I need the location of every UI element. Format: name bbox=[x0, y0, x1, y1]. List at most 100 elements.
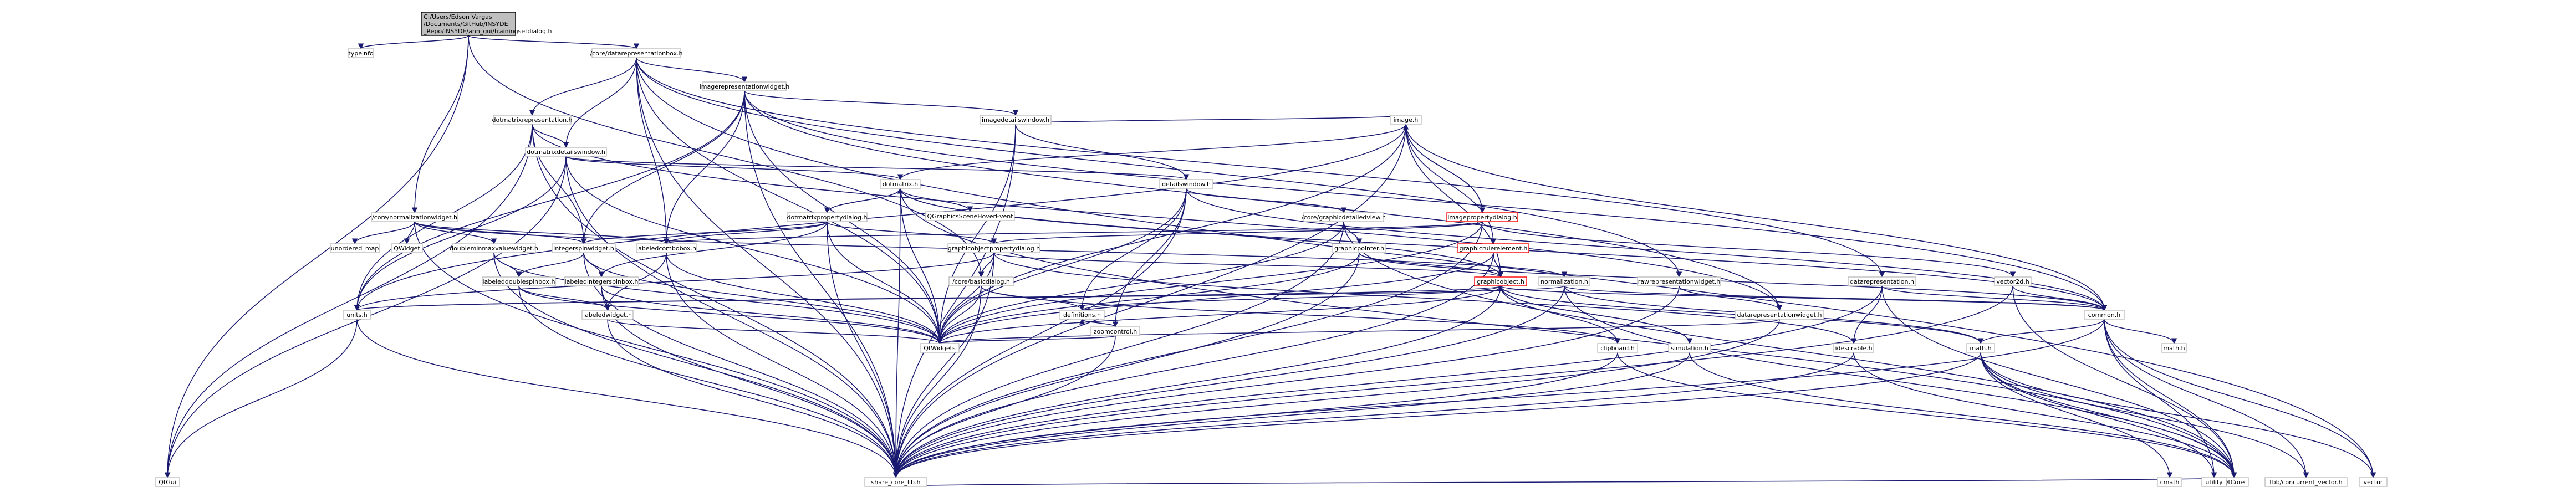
edge-vector2d-to-common bbox=[2012, 285, 2108, 311]
node-simulation[interactable]: simulation.h bbox=[1668, 343, 1711, 353]
node-dotmatrix[interactable]: dotmatrix.h bbox=[880, 179, 921, 189]
node-integerspinwidget[interactable]: integerspinwidget.h bbox=[552, 243, 616, 253]
edge-dotmatrixdetailswindow-to-units bbox=[354, 156, 567, 311]
node-dotmatrixdetailswindow[interactable]: dotmatrixdetailswindow.h bbox=[525, 147, 607, 157]
node-graphicobject[interactable]: graphicobject.h bbox=[1474, 276, 1527, 286]
node-graphicobject-box[interactable] bbox=[1474, 276, 1527, 286]
node-detailswindow-box[interactable] bbox=[1159, 179, 1213, 189]
node-labeledwidget-box[interactable] bbox=[581, 310, 634, 320]
node-datarepresentationbox[interactable]: /core/datarepresentationbox.h bbox=[590, 48, 683, 58]
node-dotmatrix-label: dotmatrix.h bbox=[883, 181, 918, 188]
node-simulation-box[interactable] bbox=[1668, 343, 1711, 353]
node-common[interactable]: common.h bbox=[2084, 310, 2125, 320]
node-graphicdetailedview-box[interactable] bbox=[1303, 212, 1384, 222]
root-node-trainingsetdialog: C:/Users/Edson Vargas/Documents/GitHub/I… bbox=[421, 12, 552, 36]
edge-graphicobject-to-definitions bbox=[1079, 285, 1501, 311]
node-mathh[interactable]: math.h bbox=[1966, 343, 1995, 353]
node-datarepresentation-box[interactable] bbox=[1848, 276, 1916, 286]
node-imagedetailswindow[interactable]: imagedetailswindow.h bbox=[980, 115, 1052, 125]
node-imagepropertydialog[interactable]: imagepropertydialog.h bbox=[1446, 212, 1518, 222]
node-doubleminmaxvaluewidget[interactable]: doubleminmaxvaluewidget.h bbox=[450, 243, 538, 253]
node-units[interactable]: units.h bbox=[343, 310, 371, 320]
node-graphicrulerelement-box[interactable] bbox=[1457, 243, 1529, 253]
edge-dotmatrixpropertydialog-to-labeledintegerspinbox bbox=[598, 221, 828, 278]
node-datarepresentation[interactable]: datarepresentation.h bbox=[1848, 276, 1916, 286]
node-labeledcombobox-box[interactable] bbox=[636, 243, 697, 253]
node-normalizationwidget[interactable]: /core/normalizationwidget.h bbox=[371, 212, 458, 222]
node-definitions[interactable]: definitions.h bbox=[1059, 310, 1105, 320]
edge-dotmatrixrepresentation-to-dotmatrixdetailswindow bbox=[532, 124, 569, 148]
node-rawrepresentationwidget[interactable]: rawrepresentationwidget.h bbox=[1637, 276, 1721, 286]
edge-image-to-common bbox=[1405, 124, 2108, 311]
node-definitions-box[interactable] bbox=[1059, 310, 1105, 320]
node-image-box[interactable] bbox=[1390, 115, 1422, 125]
node-labeledcombobox[interactable]: labeledcombobox.h bbox=[636, 243, 697, 253]
node-common-box[interactable] bbox=[2084, 310, 2125, 320]
edge-detailswindow-to-qtwidgets bbox=[936, 188, 1187, 345]
node-labeledwidget[interactable]: labeledwidget.h bbox=[581, 310, 634, 320]
edge-zoomcontrol-to-sharecorelib bbox=[892, 335, 1116, 479]
edge-imagedetailswindow-to-sharecorelib bbox=[892, 124, 1016, 479]
node-dotmatrixpropertydialog[interactable]: dotmatrixpropertydialog.h bbox=[787, 212, 868, 222]
node-graphicpointer-box[interactable] bbox=[1332, 243, 1386, 253]
node-datarepresentationwidget[interactable]: datarepresentationwidget.h bbox=[1735, 310, 1824, 320]
edge-detailswindow-to-common bbox=[1186, 188, 2108, 311]
node-datarepresentationwidget-box[interactable] bbox=[1735, 310, 1824, 320]
node-datarepresentation-label: datarepresentation.h bbox=[1850, 278, 1914, 285]
node-sharecorelib[interactable]: share_core_lib.h bbox=[864, 477, 927, 487]
edge-imagedetailswindow-to-image bbox=[1015, 114, 1409, 125]
node-normalization[interactable]: normalization.h bbox=[1538, 276, 1590, 286]
node-labeledintegerspinbox[interactable]: labeledintegerspinbox.h bbox=[564, 276, 639, 286]
node-vector2d-box[interactable] bbox=[1994, 276, 2032, 286]
node-labeleddoublespinbox[interactable]: labeleddoublespinbox.h bbox=[482, 276, 556, 286]
node-labeleddoublespinbox-box[interactable] bbox=[482, 276, 556, 286]
node-mathh-box[interactable] bbox=[1966, 343, 1995, 353]
node-normalizationwidget-box[interactable] bbox=[371, 212, 458, 222]
node-vector2d[interactable]: vector2d.h bbox=[1994, 276, 2032, 286]
edge-graphicrulerelement-to-sharecorelib bbox=[892, 252, 1494, 479]
node-detailswindow[interactable]: detailswindow.h bbox=[1159, 179, 1213, 189]
node-integerspinwidget-box[interactable] bbox=[552, 243, 616, 253]
node-clipboard-box[interactable] bbox=[1597, 343, 1638, 353]
node-datarepresentationbox-box[interactable] bbox=[591, 48, 681, 58]
edge-imagedetailswindow-to-detailswindow bbox=[1015, 124, 1190, 181]
node-image[interactable]: image.h bbox=[1390, 115, 1422, 125]
node-units-box[interactable] bbox=[343, 310, 371, 320]
node-graphicrulerelement[interactable]: graphicrulerelement.h bbox=[1457, 243, 1529, 253]
edge-common-to-tbbconcurrentvector bbox=[2104, 319, 2309, 479]
node-clipboard[interactable]: clipboard.h bbox=[1597, 343, 1638, 353]
node-dotmatrixrepresentation[interactable]: dotmatrixrepresentation.h bbox=[492, 115, 573, 125]
node-imagerepresentationwidget-box[interactable] bbox=[702, 81, 787, 91]
node-dotmatrixpropertydialog-box[interactable] bbox=[787, 212, 868, 222]
node-corebasicdialog-box[interactable] bbox=[948, 276, 1014, 286]
edge-sharecorelib-to-qtcore bbox=[895, 476, 2236, 487]
node-imagepropertydialog-box[interactable] bbox=[1446, 212, 1518, 222]
node-labeledintegerspinbox-box[interactable] bbox=[564, 276, 639, 286]
root-node-label-line: /Documents/GitHub/INSYDE bbox=[424, 20, 508, 28]
node-graphicpointer[interactable]: graphicpointer.h bbox=[1332, 243, 1386, 253]
edge-normalization-to-units bbox=[354, 285, 1565, 311]
node-rawrepresentationwidget-box[interactable] bbox=[1637, 276, 1721, 286]
node-mathlib-box bbox=[2161, 343, 2187, 353]
node-sharecorelib-box[interactable] bbox=[864, 477, 927, 487]
node-graphicdetailedview[interactable]: /core/graphicdetailedview.h bbox=[1302, 212, 1386, 222]
edge-common-to-vector bbox=[2104, 319, 2376, 479]
node-dotmatrix-box[interactable] bbox=[880, 179, 921, 189]
node-idescrable[interactable]: idescrable.h bbox=[1833, 343, 1874, 353]
edge-graphicdetailedview-to-sharecorelib bbox=[892, 221, 1344, 479]
node-doubleminmaxvaluewidget-box[interactable] bbox=[452, 243, 536, 253]
edge-dotmatrix-to-sharecorelib bbox=[892, 188, 901, 479]
edge-corebasicdialog-to-qtwidgets bbox=[936, 285, 982, 345]
edge-detailswindow-to-sharecorelib bbox=[892, 188, 1187, 479]
node-dotmatrixrepresentation-box[interactable] bbox=[493, 115, 572, 125]
node-graphicobjectpropertydialog-box[interactable] bbox=[947, 243, 1040, 253]
node-normalization-box[interactable] bbox=[1538, 276, 1590, 286]
node-dotmatrixdetailswindow-box[interactable] bbox=[525, 147, 607, 157]
node-corebasicdialog[interactable]: /core/basicdialog.h bbox=[948, 276, 1014, 286]
node-graphicobjectpropertydialog[interactable]: graphicobjectpropertydialog.h bbox=[947, 243, 1040, 253]
node-zoomcontrol[interactable]: zoomcontrol.h bbox=[1090, 326, 1140, 336]
node-imagedetailswindow-box[interactable] bbox=[980, 115, 1052, 125]
node-idescrable-box[interactable] bbox=[1833, 343, 1874, 353]
node-imagerepresentationwidget[interactable]: imagerepresentationwidget.h bbox=[700, 81, 790, 91]
node-zoomcontrol-box[interactable] bbox=[1090, 326, 1140, 336]
